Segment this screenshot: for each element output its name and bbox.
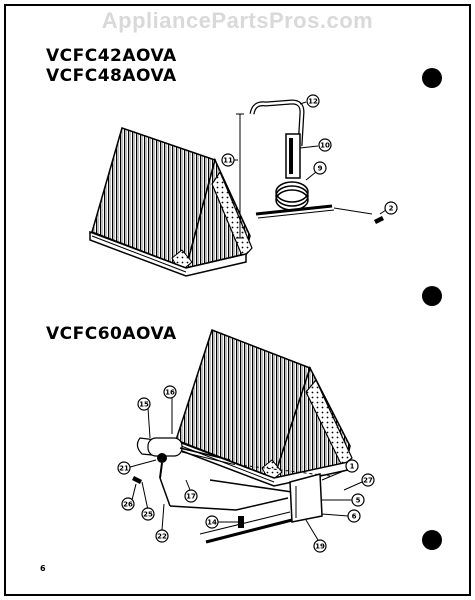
callout-10 bbox=[318, 138, 332, 152]
svg-text:25: 25 bbox=[143, 511, 153, 519]
callout-21 bbox=[117, 461, 131, 475]
callout-25 bbox=[141, 507, 155, 521]
svg-text:6: 6 bbox=[352, 513, 357, 521]
model-label-vcfc48aova: VCFC48AOVA bbox=[46, 66, 177, 86]
callout-22 bbox=[155, 529, 169, 543]
svg-text:11: 11 bbox=[223, 157, 233, 165]
callouts-bottom: 16 15 21 1 27 5 6 17 26 25 22 14 bbox=[117, 385, 375, 553]
svg-text:10: 10 bbox=[320, 142, 330, 150]
model-label-vcfc42aova: VCFC42AOVA bbox=[46, 46, 177, 66]
diagram-frame bbox=[4, 4, 471, 596]
callout-12 bbox=[306, 94, 320, 108]
svg-text:12: 12 bbox=[308, 98, 318, 106]
callout-9 bbox=[313, 161, 327, 175]
callout-19 bbox=[313, 539, 327, 553]
refrigerant-parts-top bbox=[236, 99, 384, 239]
callouts-top: 12 10 11 9 2 bbox=[221, 94, 398, 215]
svg-text:9: 9 bbox=[318, 165, 323, 173]
binder-hole-middle bbox=[422, 286, 442, 306]
callout-11 bbox=[221, 153, 235, 167]
callout-26 bbox=[121, 497, 135, 511]
svg-text:27: 27 bbox=[363, 477, 373, 485]
svg-text:1: 1 bbox=[350, 463, 355, 471]
callout-17 bbox=[184, 489, 198, 503]
page-number: 6 bbox=[40, 564, 46, 573]
svg-text:19: 19 bbox=[315, 543, 325, 551]
callout-6 bbox=[347, 509, 361, 523]
binder-hole-bottom bbox=[422, 530, 442, 550]
svg-text:14: 14 bbox=[207, 519, 217, 527]
callout-16 bbox=[163, 385, 177, 399]
callout-14 bbox=[205, 515, 219, 529]
watermark: AppliancePartsPros.com bbox=[101, 8, 374, 33]
callout-5 bbox=[351, 493, 365, 507]
svg-text:26: 26 bbox=[123, 501, 133, 509]
callout-2 bbox=[384, 201, 398, 215]
model-label-vcfc60aova: VCFC60AOVA bbox=[46, 324, 177, 344]
svg-text:16: 16 bbox=[165, 389, 175, 397]
svg-text:15: 15 bbox=[139, 401, 149, 409]
svg-text:17: 17 bbox=[186, 493, 196, 501]
svg-text:22: 22 bbox=[157, 533, 167, 541]
svg-text:2: 2 bbox=[389, 205, 394, 213]
callout-1 bbox=[345, 459, 359, 473]
a-coil-top bbox=[89, 127, 253, 277]
refrigerant-parts-bottom bbox=[132, 437, 331, 544]
svg-text:5: 5 bbox=[356, 497, 361, 505]
a-coil-bottom bbox=[173, 329, 353, 487]
binder-hole-top bbox=[422, 68, 442, 88]
svg-text:21: 21 bbox=[119, 465, 129, 473]
callout-27 bbox=[361, 473, 375, 487]
callout-15 bbox=[137, 397, 151, 411]
